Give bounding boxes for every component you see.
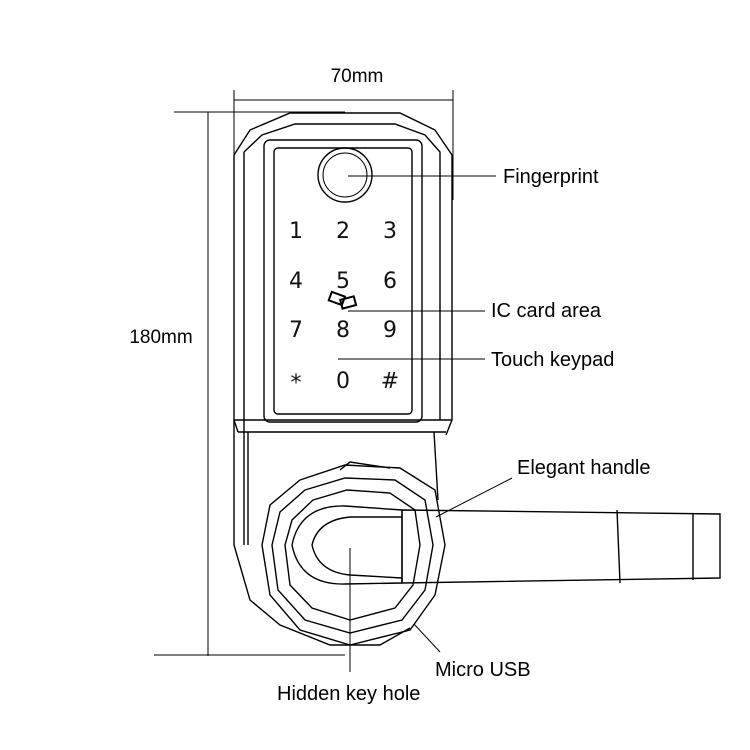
- label-micro-usb: Micro USB: [435, 659, 531, 681]
- handle-rosette: [261, 461, 446, 646]
- fingerprint-sensor-inner: [322, 152, 368, 198]
- key-8[interactable]: 8: [336, 318, 350, 343]
- key-0[interactable]: 0: [336, 369, 350, 394]
- width-dimension: 70mm: [233, 66, 454, 200]
- key-7[interactable]: 7: [289, 318, 303, 343]
- height-label: 180mm: [129, 327, 192, 348]
- key-5[interactable]: 5: [336, 269, 350, 294]
- lever-handle: [291, 505, 721, 585]
- width-label: 70mm: [331, 66, 384, 87]
- key-1[interactable]: 1: [289, 219, 303, 244]
- label-fingerprint: Fingerprint: [503, 166, 599, 188]
- key-3[interactable]: 3: [383, 219, 397, 244]
- key-9[interactable]: 9: [383, 318, 397, 343]
- fingerprint-sensor: [317, 147, 373, 203]
- key-4[interactable]: 4: [289, 269, 303, 294]
- label-touch-keypad: Touch keypad: [491, 349, 614, 371]
- height-dimension: 180mm: [129, 111, 345, 656]
- callout-lines: [338, 175, 513, 672]
- key-hash[interactable]: #: [381, 369, 399, 394]
- label-elegant-handle: Elegant handle: [517, 457, 650, 479]
- label-hidden-key-hole: Hidden key hole: [277, 683, 420, 705]
- lock-body: [233, 112, 453, 646]
- label-ic-card-area: IC card area: [491, 300, 602, 322]
- keypad-keys: 1 2 3 4 5 6 7 8 9 * 0 #: [289, 219, 399, 396]
- key-6[interactable]: 6: [383, 269, 397, 294]
- ic-card-icon: [327, 290, 358, 310]
- key-star[interactable]: *: [291, 371, 302, 396]
- key-2[interactable]: 2: [336, 219, 350, 244]
